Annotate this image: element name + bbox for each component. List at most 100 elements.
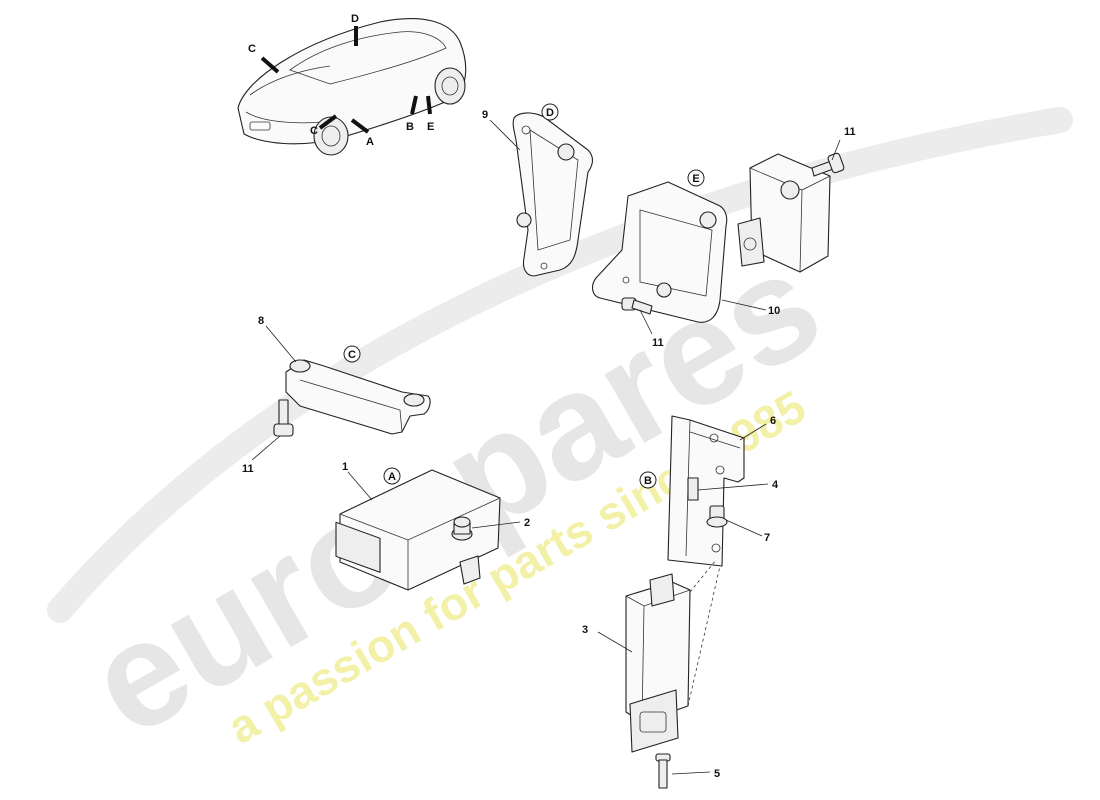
leader-2 [471,521,521,529]
sensor-part-3 [625,559,721,753]
part-label-9: 9 [482,109,488,121]
detail-circle-b-ring [639,471,657,489]
leader-8 [265,325,297,363]
leader-7 [725,519,763,537]
bracket-8-edge [299,379,403,433]
leader-4 [697,483,769,491]
arrow-b [410,95,418,115]
bolt-11-left-head [273,423,294,437]
screw-part-5 [655,753,671,789]
bracket-part-10 [591,181,728,323]
leader-5 [671,771,711,775]
detail-circle-c: C [348,349,356,361]
bracket-part-6 [667,415,745,567]
leader-11-top [831,139,841,161]
sensor-module-tab [737,217,765,267]
bracket-10-hole [622,276,630,284]
detail-circle-e: E [692,173,699,185]
detail-circle-b: B [644,475,652,487]
callout-c-bottom: C [310,125,318,137]
sensor-module-edges [749,167,831,273]
arrow-c-top [260,56,280,74]
nut-2-top [453,516,471,528]
part-label-7: 7 [764,532,770,544]
car-windscreen [289,31,447,85]
arrow-a [350,118,370,134]
bolt-11-mid-shank [631,299,653,315]
rear-wheel-hub [441,76,459,96]
detail-circle-a: A [388,471,396,483]
rear-wheel [434,67,466,105]
bracket-9-nut-lower [516,212,532,228]
part-label-10: 10 [768,305,780,317]
nut-part-7 [706,505,728,528]
callout-d: D [351,13,359,25]
part-label-11-left: 11 [242,463,254,475]
bracket-9-hole [521,125,531,135]
bolt-11-left-shank [278,399,289,427]
stud-part-4 [687,477,699,501]
leader-1 [347,471,373,501]
bolt-11-top-right [811,152,845,177]
bracket-10-nut-lower [656,282,672,298]
leader-10 [721,299,767,311]
nut-part-2 [451,516,473,541]
bracket-8-eye [289,359,311,373]
bracket-10-inner [639,209,713,297]
bolt-11-left [273,399,294,437]
stud-4-body [687,477,699,501]
control-module-edges [339,497,501,590]
sensor-module [737,153,831,273]
bracket-10-plate [591,181,728,323]
bracket-10-nut [699,211,717,229]
part-labels: 9 11 10 11 8 11 1 2 6 4 7 3 5 [242,109,856,780]
leader-3 [597,631,633,653]
callout-a: A [366,136,374,148]
sensor-3-connector [629,689,679,753]
bolt-11-head [827,152,845,174]
part-label-4: 4 [772,479,779,491]
leader-6 [739,423,767,441]
detail-circle-d: D [546,107,554,119]
bracket-6-hole-mid [715,465,725,475]
car-location-view: C D C A B E [237,13,467,156]
bracket-9-nut [557,143,575,161]
car-grille [249,121,271,131]
part-label-5: 5 [714,768,720,780]
bracket-part-8 [285,359,431,435]
control-module-connector [335,521,381,573]
sensor-3-top-tab [649,573,675,607]
leader-11-left [251,435,281,461]
control-module-part-1 [335,469,501,591]
sensor-3-alignment-lines [687,559,721,707]
front-wheel [313,116,349,156]
arrow-c-bottom [318,114,338,130]
bracket-9-hole-lower [540,262,548,270]
control-module-tab [459,555,481,585]
part-label-11-mid: 11 [652,337,664,349]
callout-b: B [406,121,414,133]
bracket-6-plate [667,415,745,567]
part-label-8: 8 [258,315,264,327]
part-label-6: 6 [770,415,776,427]
part-label-3: 3 [582,624,588,636]
leader-11-mid [639,309,653,335]
detail-circles: D E C A B [343,103,705,489]
detail-circle-a-ring [383,467,401,485]
nut-7-flange [706,516,728,528]
leader-lines [251,119,841,775]
arrow-e [426,95,432,115]
detail-circle-d-ring [541,103,559,121]
car-bonnet-line [249,65,331,96]
bracket-6-hole-top [709,433,719,443]
watermark-swoosh [47,107,1073,623]
callout-c-top: C [248,43,256,55]
screw-5-shank [658,759,668,789]
detail-circle-e-ring [687,169,705,187]
part-label-2: 2 [524,517,530,529]
leader-9 [489,119,521,151]
front-wheel-hub [321,125,341,147]
sensor-module-tab-hole [743,237,757,251]
part-label-1: 1 [342,461,348,473]
